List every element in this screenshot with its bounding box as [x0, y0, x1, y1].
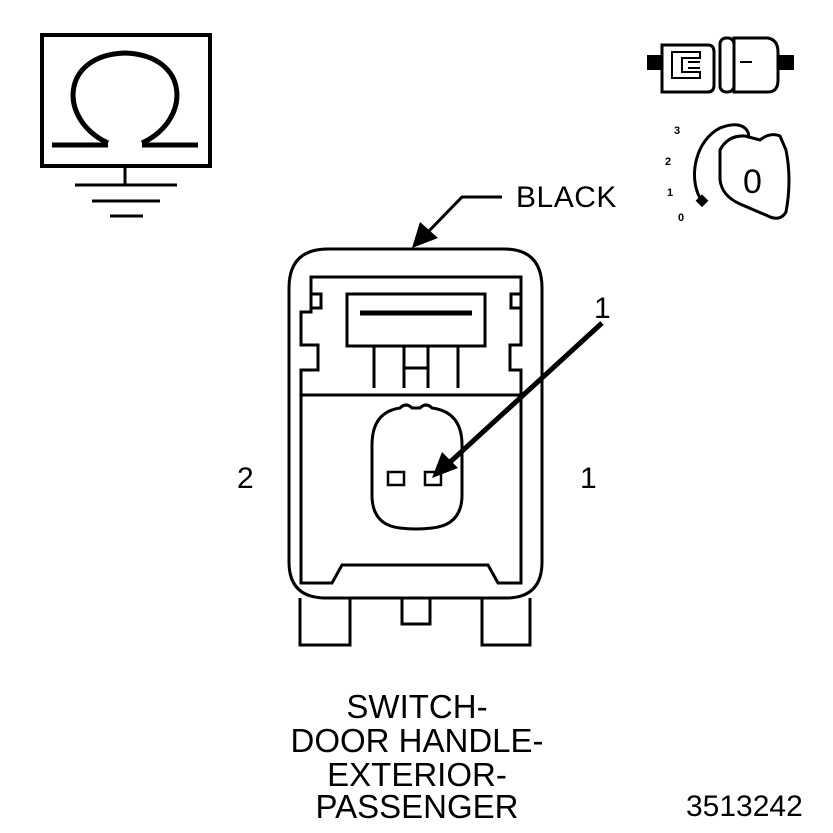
pin-callout-line [446, 321, 604, 466]
figure-number: 3513242 [686, 790, 803, 823]
connector-color-label: BLACK [516, 181, 617, 214]
resistance-ohm-ground-icon [40, 33, 212, 218]
connector-body [287, 247, 544, 647]
caption-line-1: SWITCH- [346, 688, 487, 725]
key-position-0: 0 [678, 212, 684, 224]
caption-line-2: DOOR HANDLE- [290, 722, 543, 759]
color-leader-arrowhead [412, 222, 438, 248]
key-position-3: 3 [674, 125, 680, 137]
pin-callout-arrowhead [432, 452, 458, 478]
caption-line-3: EXTERIOR- [327, 756, 507, 793]
key-position-2: 2 [665, 156, 671, 168]
connector-disconnected-icon [647, 36, 794, 94]
side-pin-right: 1 [580, 462, 597, 495]
side-pin-left: 2 [237, 462, 254, 495]
pin-cavity [370, 403, 464, 531]
ignition-key-off-icon: 0 3 2 1 0 [665, 123, 791, 224]
terminal-2 [386, 470, 406, 487]
pin-callout-label: 1 [594, 292, 611, 325]
color-leader-line [426, 195, 502, 234]
key-position-label: 0 [743, 163, 762, 201]
key-position-1: 1 [667, 187, 673, 199]
caption-line-4: PASSENGER [316, 788, 519, 825]
